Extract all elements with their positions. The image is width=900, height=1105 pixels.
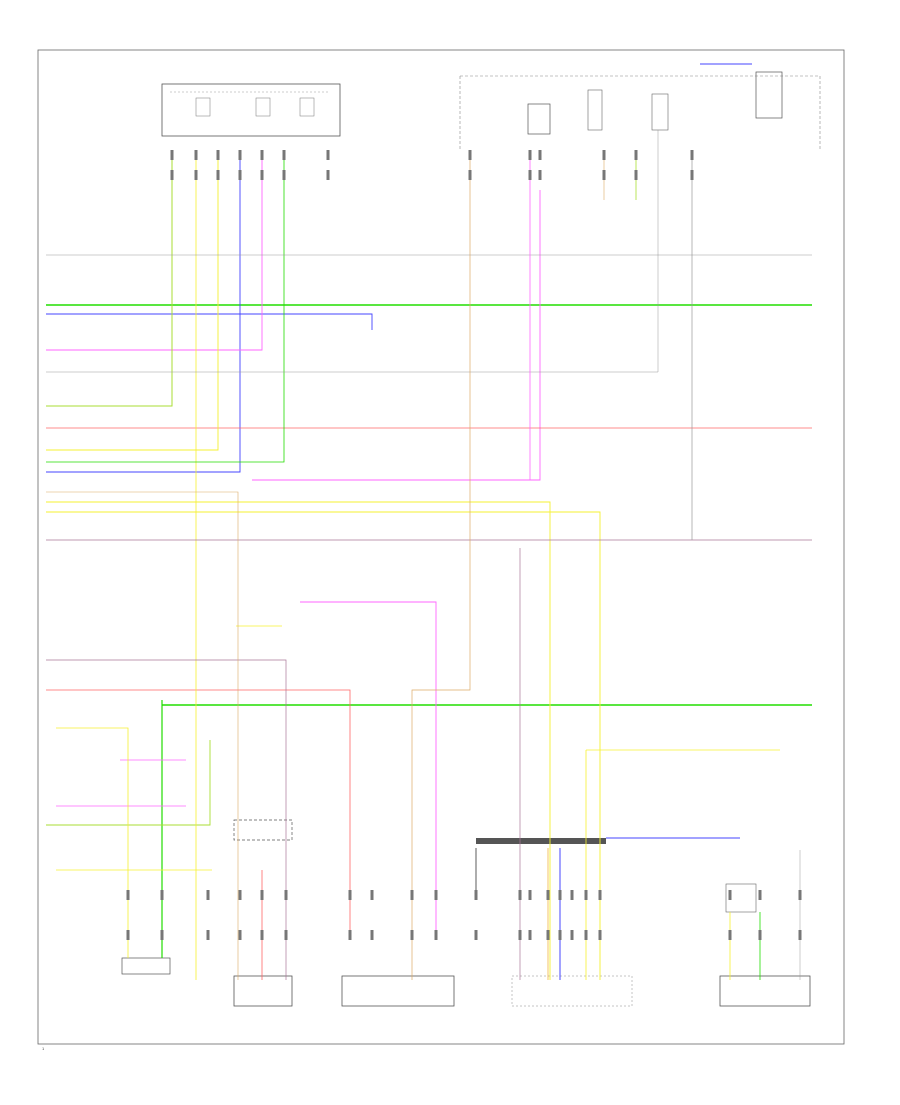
wire-green-24: [46, 150, 285, 463]
connector-pin-33-0: [798, 890, 802, 900]
connector-pin-14-0: [160, 890, 164, 900]
connector-pin-30-1: [598, 930, 602, 940]
connector-pin-26-1: [546, 930, 550, 940]
connector-pin-32-1: [758, 930, 762, 940]
connector-pin-1-0: [194, 150, 198, 160]
wire-pink-7: [300, 601, 437, 940]
page-footer: 1: [42, 1046, 45, 1051]
connector-pin-14-1: [160, 930, 164, 940]
connector-pin-24-0: [518, 890, 522, 900]
connector-pin-32-0: [758, 890, 762, 900]
connector-pin-12-1: [690, 170, 694, 180]
wire-blue-3: [46, 313, 373, 330]
connector-pin-11-1: [634, 170, 638, 180]
connector-pin-21-1: [410, 930, 414, 940]
bottom-components: [121, 819, 811, 1007]
connector-pin-7-0: [468, 150, 472, 160]
connector-pin-2-1: [216, 170, 220, 180]
connector-pin-29-1: [584, 930, 588, 940]
top-switch-module: [161, 83, 341, 137]
connector-pin-24-1: [518, 930, 522, 940]
connector-pin-22-0: [434, 890, 438, 900]
diagram-frame: [37, 49, 845, 1045]
connector-pin-19-1: [348, 930, 352, 940]
connector-pin-13-1: [126, 930, 130, 940]
connector-pin-28-1: [570, 930, 574, 940]
connector-pin-27-0: [558, 890, 562, 900]
top-fuse-region: [459, 63, 821, 150]
connector-pin-5-1: [282, 170, 286, 180]
connector-pin-1-1: [194, 170, 198, 180]
connector-pin-30-0: [598, 890, 602, 900]
connector-pin-18-1: [284, 930, 288, 940]
connector-pin-9-1: [538, 170, 542, 180]
connector-pin-3-0: [238, 150, 242, 160]
connector-pin-23-0: [474, 890, 478, 900]
bus-bar: [476, 838, 606, 844]
connector-pin-17-0: [260, 890, 264, 900]
connector-pin-10-0: [602, 150, 606, 160]
connector-pin-4-1: [260, 170, 264, 180]
wire-gray-30: [46, 130, 659, 373]
wire-red-13: [46, 689, 351, 940]
wire-yellow-16: [46, 501, 551, 980]
switch-module-box: [341, 975, 455, 1007]
wires: [46, 130, 812, 980]
connector-pin-15-1: [206, 930, 210, 940]
connector-pin-7-1: [468, 170, 472, 180]
connector-pin-0-1: [170, 170, 174, 180]
connector-pin-29-0: [584, 890, 588, 900]
wire-mauve-27: [46, 659, 287, 980]
wire-tan-33: [411, 150, 471, 980]
connector-pin-23-1: [474, 930, 478, 940]
connector-pin-31-0: [728, 890, 732, 900]
wire-yellow-17: [46, 511, 601, 980]
connector-pin-16-1: [238, 930, 242, 940]
connector-pin-10-1: [602, 170, 606, 180]
sensor-connector-box: [121, 957, 171, 975]
connector-pin-2-0: [216, 150, 220, 160]
wire-tan-32: [46, 491, 239, 980]
connector-pin-25-1: [528, 930, 532, 940]
wire-light_green-10: [46, 150, 173, 407]
connector-pin-5-0: [282, 150, 286, 160]
wire-yellow-20: [56, 727, 129, 958]
connector-pin-12-0: [690, 150, 694, 160]
connector-pin-8-0: [528, 150, 532, 160]
fuel-pressure-sensor-box: [233, 975, 293, 1007]
connector-pin-21-0: [410, 890, 414, 900]
connector-pin-15-0: [206, 890, 210, 900]
connector-pin-18-0: [284, 890, 288, 900]
connector-pin-20-1: [370, 930, 374, 940]
connector-pin-3-1: [238, 170, 242, 180]
connector-pin-31-1: [728, 930, 732, 940]
connector-pin-27-1: [558, 930, 562, 940]
fuel-pump-module-box: [719, 975, 811, 1007]
connector-pin-0-0: [170, 150, 174, 160]
connector-pin-13-0: [126, 890, 130, 900]
connector-pin-11-0: [634, 150, 638, 160]
connector-pin-19-0: [348, 890, 352, 900]
connector-pin-16-0: [238, 890, 242, 900]
connector-pin-33-1: [798, 930, 802, 940]
connector-pin-28-0: [570, 890, 574, 900]
wire-pink-6: [252, 190, 541, 481]
wire-pink-5: [46, 150, 263, 351]
connector-pin-20-0: [370, 890, 374, 900]
wire-light_green-11: [46, 740, 211, 826]
connector-pin-22-1: [434, 930, 438, 940]
connector-pin-9-0: [538, 150, 542, 160]
connector-pin-6-1: [326, 170, 330, 180]
connector-pin-26-0: [546, 890, 550, 900]
wire-blue-4: [46, 150, 241, 473]
connector-pin-4-0: [260, 150, 264, 160]
connector-pin-17-1: [260, 930, 264, 940]
connector-pin-8-1: [528, 170, 532, 180]
connector-pin-25-0: [528, 890, 532, 900]
wire-yellow-15: [46, 150, 219, 451]
connector-pin-6-0: [326, 150, 330, 160]
